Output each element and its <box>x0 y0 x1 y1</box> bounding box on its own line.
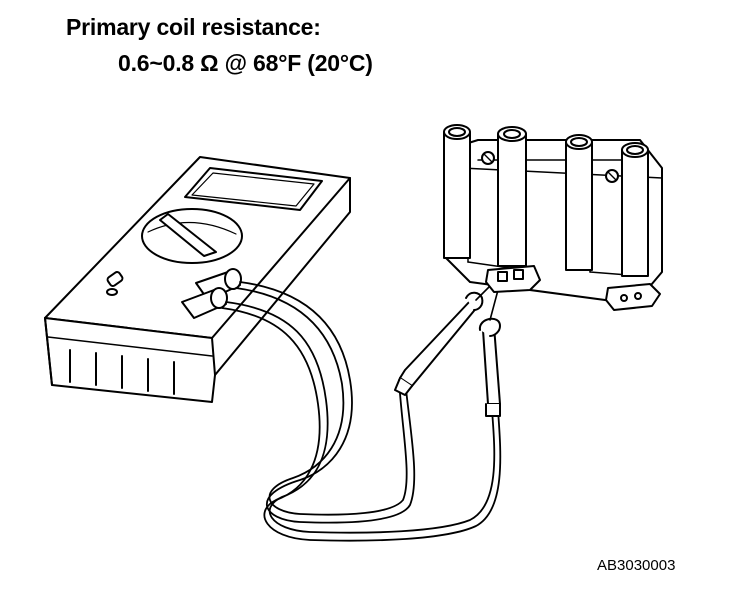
figure-code: AB3030003 <box>597 557 676 574</box>
ignition-coil-pack-icon <box>443 124 663 311</box>
spec-value: 0.6~0.8 Ω @ 68°F (20°C) <box>118 50 373 76</box>
test-lead-wires <box>221 281 502 542</box>
probe-left <box>394 281 495 396</box>
spec-title: Primary coil resistance: <box>66 14 321 40</box>
multimeter-icon <box>44 156 351 403</box>
probe-right <box>478 289 501 417</box>
